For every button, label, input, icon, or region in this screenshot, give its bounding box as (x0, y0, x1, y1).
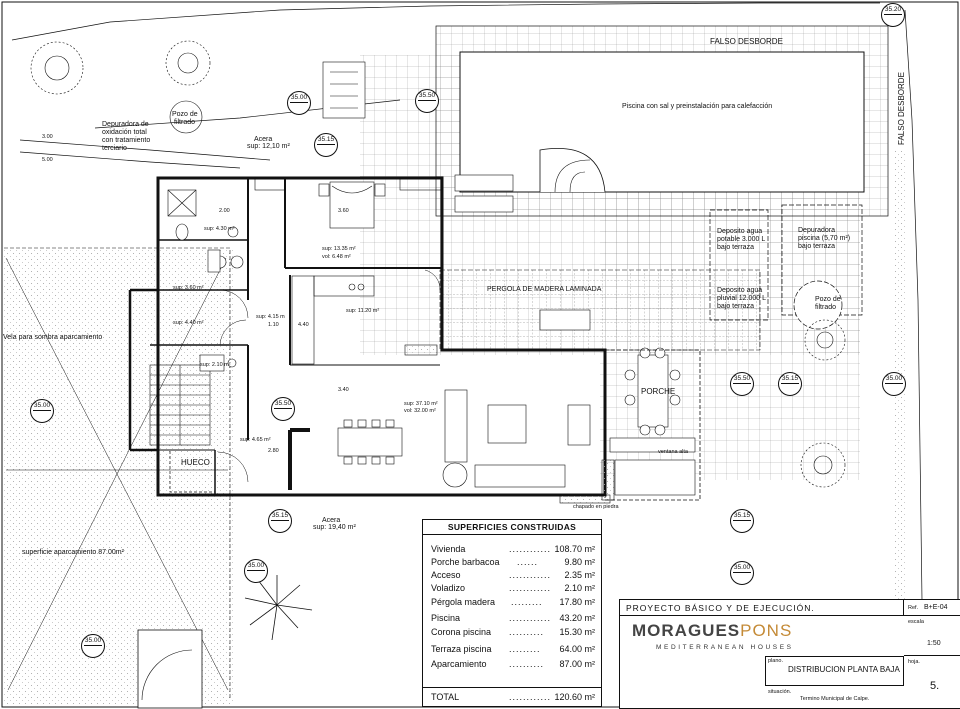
level-marker: 35.00 (730, 561, 754, 585)
title-block: PROYECTO BÁSICO Y DE EJECUCIÓN. Ref. B+E… (619, 599, 960, 709)
table-row: Pérgola madera.........17.80 m² (431, 597, 595, 607)
label-pozo-b-1: Pozo de (815, 296, 841, 303)
table-row: Voladizo............2.10 m² (431, 583, 595, 593)
level-marker: 35.50 (271, 397, 295, 421)
label-room-cocina: sup: 11.20 m² (346, 308, 380, 314)
label-room-b: sup: 4.15 m (256, 314, 285, 320)
label-acera-bottom-1: Acera (322, 517, 341, 524)
label-acera-top-1: Acera (254, 136, 273, 143)
label-chapado: chapado en piedra (573, 504, 619, 510)
table-row: Corona piscina..........15.30 m² (431, 627, 595, 637)
label-vela: Vela para sombra aparcamiento (3, 334, 103, 341)
stairs (149, 364, 211, 446)
label-pozo-2: filtrado (174, 119, 196, 126)
escala-label: escala (908, 619, 924, 625)
label-hueco: HUECO (181, 458, 210, 467)
label-dep-pluvial-1: Deposito agua (717, 287, 763, 294)
level-marker: 35.00 (81, 634, 105, 658)
label-ventana: ventana alta (658, 449, 688, 455)
label-falso-desborde-side: FALSO DESBORDE (897, 72, 906, 145)
level-marker: 35.20 (881, 3, 905, 27)
brand-tagline: MEDITERRANEAN HOUSES (656, 644, 794, 651)
label-depuradora-1: Depuradora de (102, 121, 149, 128)
label-dep-pluvial-3: bajo terraza (717, 303, 754, 310)
label-dep-agua-potable-2: potable 3.000 L (717, 236, 766, 243)
label-dep-piscina-1: Depuradora (798, 227, 835, 234)
label-porche: PORCHE (641, 387, 676, 396)
label-superficie-aparcamiento: superficie aparcamiento 87.00m² (22, 549, 124, 556)
label-depuradora-4: terciario (102, 145, 127, 152)
palm-tree (244, 575, 313, 641)
label-depuradora-2: oxidación total (102, 129, 147, 136)
hoja-value: 5. (930, 680, 940, 692)
label-room-salon-1: sup: 37.10 m² (404, 401, 438, 407)
label-depuradora-3: con tratamiento (102, 137, 151, 144)
hoja-label: hoja. (908, 659, 920, 665)
label-dim-300: 3.00 (42, 134, 53, 140)
ref-label: Ref. (908, 605, 919, 611)
label-room-a: sup: 4.40 m² (173, 320, 204, 326)
label-dep-pluvial-2: pluvial 12.000 L (717, 295, 767, 302)
label-room-salon-2: vol: 32.00 m² (404, 408, 436, 414)
level-marker: 35.15 (314, 133, 338, 157)
level-marker: 35.00 (244, 559, 268, 583)
table-row: Porche barbacoa......9.80 m² (431, 557, 595, 567)
escala-value: 1:50 (927, 640, 941, 647)
plano-value: DISTRIBUCION PLANTA BAJA (788, 665, 900, 674)
level-marker: 35.15 (268, 509, 292, 533)
label-room-dormitorio-1: sup: 13.35 m² (322, 246, 356, 252)
label-dim-200: 2.00 (219, 208, 230, 214)
label-dim-500: 5.00 (42, 157, 53, 163)
label-dep-agua-potable-1: Deposito agua (717, 228, 763, 235)
label-falso-desborde: FALSO DESBORDE (710, 37, 783, 46)
label-piscina: Piscina con sal y preinstalación para ca… (622, 103, 773, 110)
pool (459, 51, 865, 193)
label-room-d: sup: 4.65 m² (240, 437, 271, 443)
project-title: PROYECTO BÁSICO Y DE EJECUCIÓN. (626, 603, 815, 613)
label-dim-340: 3.40 (338, 387, 349, 393)
brand-logo: MORAGUESPONS (632, 621, 793, 640)
table-row: Aparcamiento..........87.00 m² (431, 659, 595, 669)
label-dep-piscina-2: piscina (5,70 m²) (798, 235, 851, 242)
label-acera-top-2: sup: 12,10 m² (247, 143, 290, 150)
table-row: Acceso............2.35 m² (431, 570, 595, 580)
label-room-lavadero: sup: 3.60 m² (173, 285, 204, 291)
level-marker: 35.50 (415, 89, 439, 113)
level-marker: 35.15 (778, 372, 802, 396)
level-marker: 35.00 (882, 372, 906, 396)
label-dim-110: 1.10 (268, 322, 279, 328)
label-dim-360: 3.60 (338, 208, 349, 214)
label-dep-piscina-3: bajo terraza (798, 243, 835, 250)
label-dim-440: 4.40 (298, 322, 309, 328)
superficies-title: SUPERFICIES CONSTRUIDAS (423, 520, 601, 535)
label-room-dormitorio-2: vol: 6.48 m² (322, 254, 351, 260)
ref-value: B+E-04 (924, 604, 948, 611)
situacion-value: Termino Municipal de Calpe. (800, 696, 870, 702)
label-pozo-1: Pozo de (172, 111, 198, 118)
label-dim-280: 2.80 (268, 448, 279, 454)
table-row: Terraza piscina.........64.00 m² (431, 644, 595, 654)
table-row: Piscina............43.20 m² (431, 613, 595, 623)
level-marker: 35.00 (287, 91, 311, 115)
label-acera-bottom-2: sup: 19,40 m² (313, 524, 356, 531)
table-row: Vivienda............108.70 m² (431, 544, 595, 554)
table-total: TOTAL............120.60 m² (423, 687, 601, 706)
level-marker: 35.15 (730, 509, 754, 533)
label-room-c: sup: 2.10 m² (200, 362, 231, 368)
plano-label: plano. (768, 658, 783, 664)
level-marker: 35.00 (30, 399, 54, 423)
label-pozo-b-2: filtrado (815, 304, 837, 311)
level-marker: 35.50 (730, 372, 754, 396)
label-room-bano: sup: 4.30 m² (204, 226, 235, 232)
label-pergola: PERGOLA DE MADERA LAMINADA (487, 286, 602, 293)
situacion-label: situación. (768, 689, 792, 695)
label-dep-agua-potable-3: bajo terraza (717, 244, 754, 251)
superficies-table: SUPERFICIES CONSTRUIDAS Vivienda........… (422, 519, 602, 707)
trees (30, 40, 846, 488)
